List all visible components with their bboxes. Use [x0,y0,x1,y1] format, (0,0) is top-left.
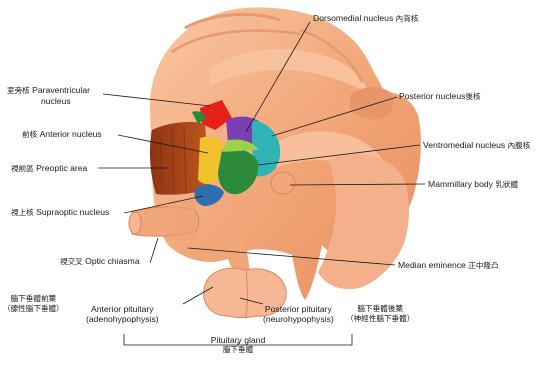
ventromedial-zh: 內腹核 [508,141,531,150]
dorsomedial-zh: 內背核 [396,14,419,23]
posterior-pituitary-en-line1: Posterior pituitary [263,304,334,314]
posterior-pituitary-en-line2: (neurohypophysis) [263,314,334,324]
paraventricular-zh: 室旁核 [7,86,30,95]
posterior-pituitary-zh-line2: （神經性腦下垂體） [346,314,414,324]
mammillary-zh: 乳狀體 [495,180,518,189]
anterior-pituitary-zh-line2: （腺性腦下垂體） [3,304,64,314]
posterior-pituitary-zh-line1: 腦下垂體後葉 [346,304,414,314]
anterior-en: Anterior nucleus [40,129,102,139]
label-anterior-pituitary-en: Anterior pituitary (adenohypophysis) [86,304,159,324]
paraventricular-en-line2: nucleus [41,96,71,106]
label-mammillary: Mammillary body 乳狀體 [428,179,518,190]
label-dorsomedial: Dorsomedial nucleus 內背核 [313,13,418,24]
optic-chiasma-en: Optic chiasma [85,256,139,266]
label-posterior-pituitary-zh: 腦下垂體後葉 （神經性腦下垂體） [346,304,414,324]
dorsomedial-en: Dorsomedial nucleus [313,13,393,23]
label-posterior-pituitary-en: Posterior pituitary (neurohypophysis) [263,304,334,324]
preoptic-en: Preoptic area [36,163,87,173]
label-median-eminence: Median eminence 正中隆凸 [398,260,499,271]
label-posterior-nucleus: Posterior nucleus後核 [399,91,481,102]
label-anterior-nucleus: 前核 Anterior nucleus [22,129,102,140]
label-paraventricular: 室旁核 Paraventricular [7,85,90,96]
ventromedial-en: Ventromedial nucleus [423,140,505,150]
pituitary-gland-en: Pituitary gland [200,335,276,345]
median-eminence-zh: 正中隆凸 [468,261,498,270]
posterior-nucleus-zh: 後核 [465,92,480,101]
label-optic-chiasma: 視交叉 Optic chiasma [60,256,140,267]
anterior-pituitary-en-line1: Anterior pituitary [86,304,159,314]
pituitary-gland-zh: 腦下垂體 [200,345,276,355]
label-anterior-pituitary-zh: 腦下垂體前葉 （腺性腦下垂體） [3,294,64,314]
anterior-zh: 前核 [22,130,37,139]
label-paraventricular-line2: nucleus [41,96,71,106]
supraoptic-zh: 視上核 [11,208,34,217]
label-ventromedial: Ventromedial nucleus 內腹核 [423,140,530,151]
anterior-pituitary-zh-line1: 腦下垂體前葉 [3,294,64,304]
paraventricular-en-line1: Paraventricular [32,85,90,95]
anterior-pituitary-en-line2: (adenohypophysis) [86,314,159,324]
label-preoptic: 視前區 Preoptic area [11,163,87,174]
optic-chiasma-zh: 視交叉 [60,257,83,266]
mammillary-en: Mammillary body [428,179,493,189]
preoptic-zh: 視前區 [11,164,34,173]
posterior-nucleus-en: Posterior nucleus [399,91,465,101]
label-supraoptic: 視上核 Supraoptic nucleus [11,207,109,218]
label-pituitary-gland: Pituitary gland 腦下垂體 [200,335,276,355]
median-eminence-en: Median eminence [398,260,466,270]
supraoptic-en: Supraoptic nucleus [36,207,109,217]
